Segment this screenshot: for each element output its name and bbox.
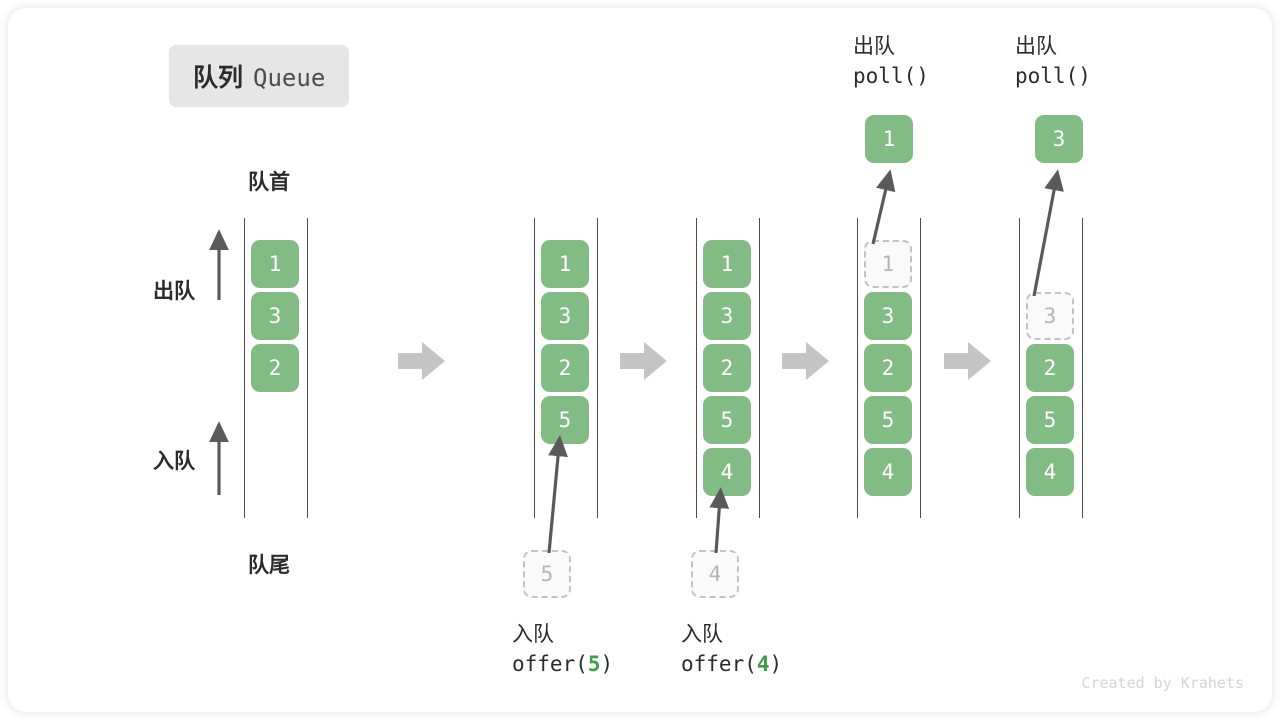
queue-tail-label: 队尾 bbox=[248, 554, 290, 577]
queue-rail-right bbox=[597, 218, 598, 518]
operation-code-offer-4: offer(4) bbox=[681, 651, 783, 676]
title-cn: 队列 bbox=[193, 64, 244, 92]
queue-slot: 2 bbox=[541, 344, 589, 392]
operation-caption-poll-1: 出队 poll() bbox=[853, 33, 929, 91]
queue-slot: 4 bbox=[1026, 448, 1074, 496]
side-label-poll: 出队 bbox=[153, 280, 195, 303]
popped-cell: 1 bbox=[865, 115, 913, 163]
queue-slot: 5 bbox=[703, 396, 751, 444]
pending-box-offer-4: 4 bbox=[691, 550, 739, 598]
queue-cell: 2 bbox=[541, 344, 589, 392]
queue-cell: 3 bbox=[864, 292, 912, 340]
queue-cell: 2 bbox=[1026, 344, 1074, 392]
operation-code-poll-3: poll() bbox=[1015, 63, 1091, 88]
queue-slot: 3 bbox=[703, 292, 751, 340]
operation-caption-poll-3: 出队 poll() bbox=[1015, 33, 1091, 91]
side-label-offer: 入队 bbox=[153, 450, 195, 473]
queue-slot: 5 bbox=[864, 396, 912, 444]
queue-rail-left bbox=[696, 218, 697, 518]
queue-slot: 3 bbox=[251, 292, 299, 340]
queue-cell: 1 bbox=[541, 240, 589, 288]
pending-cell: 4 bbox=[691, 550, 739, 598]
operation-cn-offer-5: 入队 bbox=[512, 623, 554, 646]
queue-rail-right bbox=[920, 218, 921, 518]
queue-cell: 1 bbox=[703, 240, 751, 288]
title-en: Queue bbox=[253, 64, 326, 92]
queue-cell-removed: 1 bbox=[864, 240, 912, 288]
queue-cell: 2 bbox=[864, 344, 912, 392]
operation-caption-offer-5: 入队 offer(5) bbox=[512, 621, 613, 679]
queue-slot: 2 bbox=[251, 344, 299, 392]
queue-cell: 2 bbox=[251, 344, 299, 392]
queue-cell: 5 bbox=[1026, 396, 1074, 444]
result-box-poll-1: 1 bbox=[865, 115, 913, 163]
queue-rail-left bbox=[1019, 218, 1020, 518]
queue-cell: 3 bbox=[251, 292, 299, 340]
queue-slot: 2 bbox=[703, 344, 751, 392]
queue-slot: 3 bbox=[541, 292, 589, 340]
operation-caption-offer-4: 入队 offer(4) bbox=[681, 621, 782, 679]
operation-cn-poll-3: 出队 bbox=[1015, 35, 1057, 58]
queue-rail-right bbox=[759, 218, 760, 518]
queue-rail-left bbox=[244, 218, 245, 518]
queue-slot: 4 bbox=[864, 448, 912, 496]
queue-slot: 2 bbox=[864, 344, 912, 392]
result-box-poll-3: 3 bbox=[1035, 115, 1083, 163]
queue-cell: 1 bbox=[251, 240, 299, 288]
operation-cn-offer-4: 入队 bbox=[681, 623, 723, 646]
queue-slot: 2 bbox=[1026, 344, 1074, 392]
title-badge: 队列 Queue bbox=[169, 45, 350, 107]
operation-cn-poll-1: 出队 bbox=[853, 35, 895, 58]
queue-cell: 2 bbox=[703, 344, 751, 392]
queue-cell: 3 bbox=[703, 292, 751, 340]
queue-slot: 5 bbox=[1026, 396, 1074, 444]
queue-rail-right bbox=[307, 218, 308, 518]
queue-cell: 4 bbox=[1026, 448, 1074, 496]
queue-head-label: 队首 bbox=[248, 171, 290, 194]
queue-slot: 1 bbox=[541, 240, 589, 288]
pending-cell: 5 bbox=[523, 550, 571, 598]
queue-slot: 1 bbox=[251, 240, 299, 288]
queue-slot: 3 bbox=[864, 292, 912, 340]
operation-code-offer-5: offer(5) bbox=[512, 651, 614, 676]
watermark: Created by Krahets bbox=[1081, 674, 1244, 692]
queue-cell: 3 bbox=[541, 292, 589, 340]
popped-cell: 3 bbox=[1035, 115, 1083, 163]
queue-rail-left bbox=[534, 218, 535, 518]
queue-cell: 4 bbox=[864, 448, 912, 496]
queue-cell: 5 bbox=[864, 396, 912, 444]
queue-rail-right bbox=[1082, 218, 1083, 518]
operation-code-poll-1: poll() bbox=[853, 63, 929, 88]
queue-cell: 5 bbox=[703, 396, 751, 444]
queue-rail-left bbox=[857, 218, 858, 518]
queue-slot-ghost: 1 bbox=[864, 240, 912, 288]
pending-box-offer-5: 5 bbox=[523, 550, 571, 598]
queue-slot: 1 bbox=[703, 240, 751, 288]
